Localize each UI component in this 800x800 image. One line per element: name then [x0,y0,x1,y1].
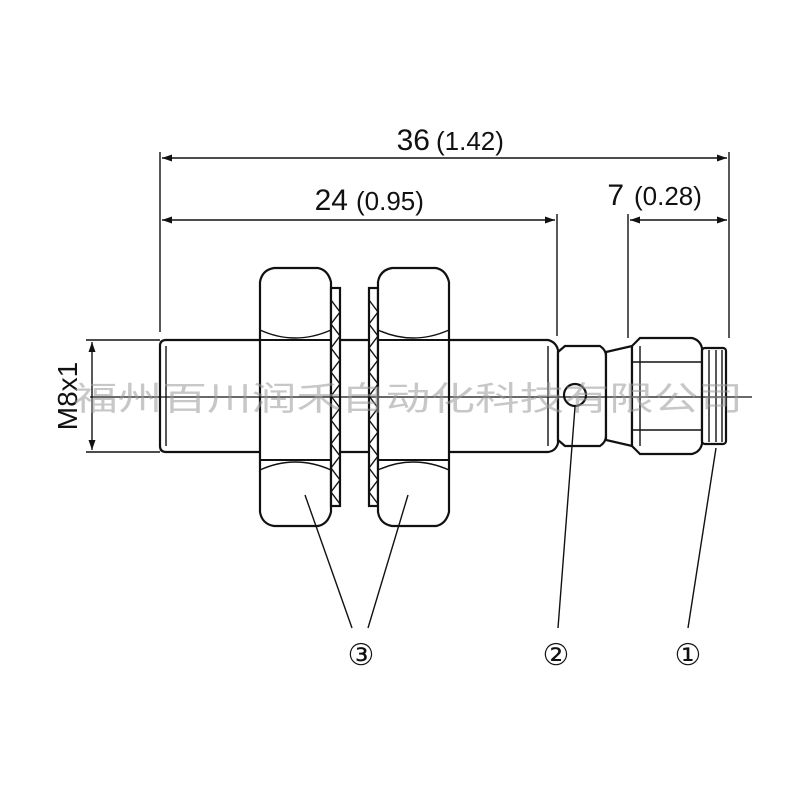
dimension-housing-inch: (0.95) [356,186,424,216]
dimension-overall-inch: (1.42) [436,126,504,156]
dimension-connector-inch: (0.28) [634,181,702,211]
callout-3: ③ [348,638,375,673]
sensor-neck [556,344,634,448]
callout-2: ② [543,638,570,673]
thread-label: M8x1 [52,362,83,430]
led-indicator [562,382,588,408]
dimension-overall: 36 (1.42) [162,124,727,162]
dimension-connector: 7 (0.28) [607,179,727,224]
dimension-overall-value: 36 [397,124,430,157]
leader-lines [304,406,717,629]
dimension-housing-value: 24 [315,184,348,217]
connector-head [630,336,728,456]
dimension-thread: M8x1 [52,339,160,453]
extension-lines [159,152,730,338]
watermark-text: 福州百川润禾自动化科技有限公司 [73,379,743,418]
dimension-connector-value: 7 [607,179,624,212]
callout-1: ① [675,638,702,673]
dimension-housing: 24 (0.95) [162,184,555,224]
